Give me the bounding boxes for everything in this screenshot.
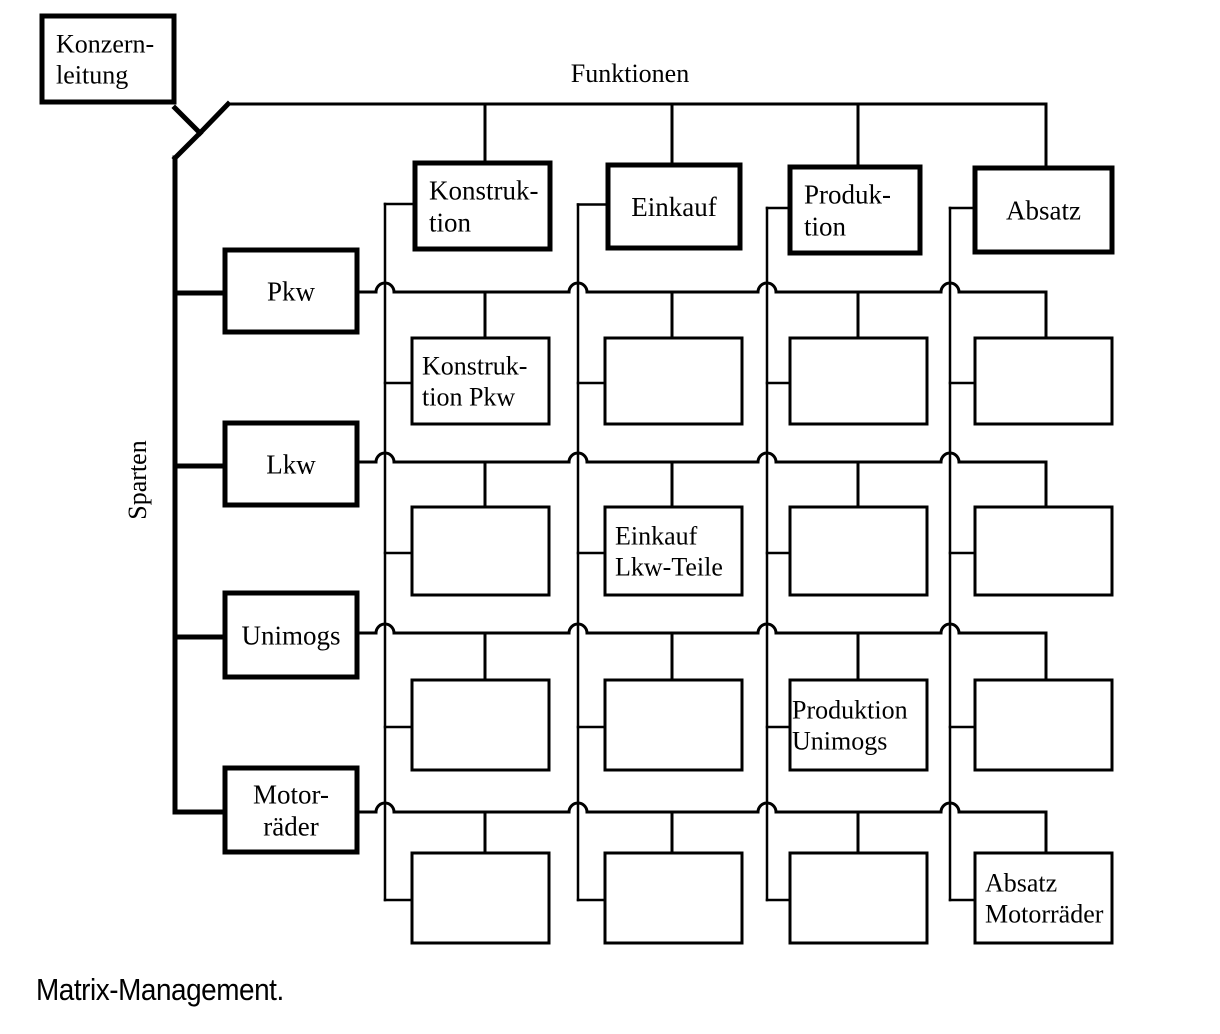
matrix-cell-3-3-frame bbox=[973, 851, 1114, 945]
matrix-cell-0-2 bbox=[788, 336, 929, 426]
functions-bus-start-line bbox=[196, 100, 232, 137]
matrix-cell-0-3 bbox=[973, 336, 1114, 426]
function-box-konstruktion-frame bbox=[412, 160, 553, 252]
divisions-label: Sparten bbox=[123, 440, 152, 519]
division-box-motorraeder: Motor-räder bbox=[222, 765, 360, 855]
matrix-cell-3-2-frame bbox=[788, 851, 929, 945]
function-box-einkauf-frame bbox=[605, 162, 743, 251]
matrix-cell-1-0 bbox=[410, 505, 551, 597]
division-box-lkw-frame bbox=[222, 420, 360, 508]
matrix-cell-2-2-label-line1: Produktion bbox=[792, 696, 908, 725]
matrix-cell-1-3 bbox=[973, 505, 1114, 597]
division-box-pkw-label-line1: Pkw bbox=[267, 276, 316, 306]
division-bus-line-2 bbox=[357, 622, 1046, 635]
konzernleitung-box-frame bbox=[39, 13, 177, 105]
konzernleitung-box-label-line1: Konzern- bbox=[56, 30, 154, 59]
matrix-cell-2-2-frame bbox=[788, 678, 929, 772]
function-box-einkauf-label-line1: Einkauf bbox=[631, 192, 716, 222]
matrix-cell-3-2 bbox=[788, 851, 929, 945]
function-box-produktion-label-line1: Produk- bbox=[804, 179, 891, 209]
function-box-konstruktion-label-line1: Konstruk- bbox=[429, 175, 539, 205]
division-box-unimogs-frame bbox=[222, 590, 360, 680]
matrix-cell-2-0 bbox=[410, 678, 551, 772]
function-box-einkauf: Einkauf bbox=[605, 162, 743, 251]
matrix-cell-1-0-frame bbox=[410, 505, 551, 597]
matrix-cell-1-1-label-line2: Lkw-Teile bbox=[615, 553, 723, 582]
matrix-cell-0-0-label-line1: Konstruk- bbox=[422, 352, 527, 381]
matrix-cell-0-0: Konstruk-tion Pkw bbox=[410, 336, 551, 426]
division-box-lkw-label-line1: Lkw bbox=[266, 449, 316, 479]
matrix-cell-0-0-label-line2: tion Pkw bbox=[422, 383, 515, 412]
function-box-absatz: Absatz bbox=[972, 165, 1115, 255]
matrix-cell-0-1-frame bbox=[603, 336, 744, 426]
function-box-produktion-label-line2: tion bbox=[804, 212, 847, 242]
division-box-pkw: Pkw bbox=[222, 247, 360, 335]
division-box-unimogs-label-line1: Unimogs bbox=[241, 620, 340, 650]
functions-label: Funktionen bbox=[571, 59, 689, 88]
matrix-cell-3-1 bbox=[603, 851, 744, 945]
division-bus-line-1 bbox=[357, 451, 1046, 464]
matrix-cell-1-3-frame bbox=[973, 505, 1114, 597]
function-box-absatz-frame bbox=[972, 165, 1115, 255]
matrix-cell-3-3-label-line1: Absatz bbox=[985, 869, 1057, 898]
division-bus-line-0 bbox=[357, 281, 1046, 294]
matrix-cell-1-1-label-line1: Einkauf bbox=[615, 522, 698, 551]
matrix-cell-0-3-frame bbox=[973, 336, 1114, 426]
division-box-lkw: Lkw bbox=[222, 420, 360, 508]
division-bus-line-3 bbox=[357, 801, 1046, 814]
function-box-konstruktion-label-line2: tion bbox=[429, 208, 472, 238]
konzernleitung-box-label-line2: leitung bbox=[56, 61, 128, 90]
division-box-motorraeder-label-line1: Motor- bbox=[253, 779, 329, 809]
matrix-cell-3-3-label-line2: Motorräder bbox=[985, 900, 1104, 929]
matrix-cell-2-0-frame bbox=[410, 678, 551, 772]
division-box-pkw-frame bbox=[222, 247, 360, 335]
function-box-produktion-frame bbox=[787, 164, 923, 256]
matrix-cell-2-2-label-line2: Unimogs bbox=[792, 727, 887, 756]
konzern-link-line bbox=[171, 104, 204, 137]
function-box-produktion: Produk-tion bbox=[787, 164, 923, 256]
division-box-motorraeder-label-line2: räder bbox=[263, 812, 318, 842]
matrix-cell-0-2-frame bbox=[788, 336, 929, 426]
figure-caption: Matrix-Management. bbox=[36, 972, 284, 1007]
division-box-unimogs: Unimogs bbox=[222, 590, 360, 680]
function-box-konstruktion: Konstruk-tion bbox=[412, 160, 553, 252]
divisions-link-line bbox=[171, 129, 204, 162]
matrix-cell-0-1 bbox=[603, 336, 744, 426]
function-box-absatz-label-line1: Absatz bbox=[1006, 195, 1081, 225]
matrix-cell-3-1-frame bbox=[603, 851, 744, 945]
matrix-cell-3-0 bbox=[410, 851, 551, 945]
konzernleitung-box: Konzern-leitung bbox=[39, 13, 177, 105]
matrix-cell-0-0-frame bbox=[410, 336, 551, 426]
division-box-motorraeder-frame bbox=[222, 765, 360, 855]
matrix-cell-1-2-frame bbox=[788, 505, 929, 597]
matrix-cell-3-0-frame bbox=[410, 851, 551, 945]
matrix-cell-2-1-frame bbox=[603, 678, 744, 772]
matrix-cell-1-2 bbox=[788, 505, 929, 597]
matrix-cell-2-3-frame bbox=[973, 678, 1114, 772]
connector-lines bbox=[171, 100, 1048, 902]
matrix-cell-2-1 bbox=[603, 678, 744, 772]
matrix-cell-1-1-frame bbox=[603, 505, 744, 597]
matrix-cell-2-3 bbox=[973, 678, 1114, 772]
